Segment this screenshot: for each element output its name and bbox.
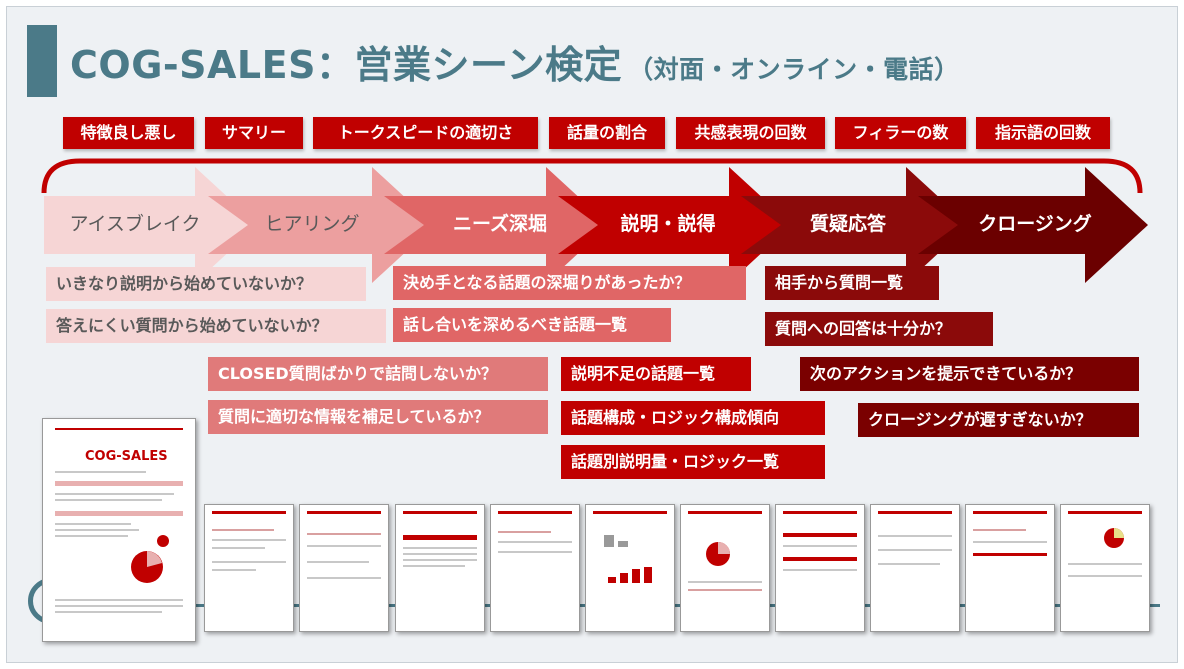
tag-demonstrative-count: 指示語の回数 [976,117,1110,149]
question-explain-1: 説明不足の話題一覧 [561,357,751,391]
question-qa-1: 相手から質問一覧 [765,266,939,300]
report-page-thumbnail [1060,504,1150,632]
arrow-hearing [208,167,435,283]
arrow-closing [918,167,1148,283]
report-cover-logo: COG-SALES [85,449,168,464]
report-cover-thumbnail: COG-SALES [42,418,196,642]
stage-hearing: ヒアリング [264,213,360,235]
arrow-needs [384,167,609,283]
report-page-thumbnail [775,504,865,632]
title-main: COG-SALES：営業シーン検定 [70,43,623,87]
tag-talk-ratio: 話量の割合 [549,117,665,149]
stage-explain: 説明・説得 [620,213,716,235]
question-explain-2: 話題構成・ロジック構成傾向 [561,401,825,435]
stage-closing: クロージング [978,213,1092,235]
report-page-thumbnail [395,504,485,632]
report-page-thumbnail [680,504,770,632]
bracket-arc [41,158,1143,194]
page-title: COG-SALES：営業シーン検定（対面・オンライン・電話） [70,34,960,89]
stage-needs: ニーズ深堀 [452,213,548,235]
question-qa-2: 質問への回答は十分か？ [765,312,993,346]
tag-features: 特徴良し悪し [63,117,194,149]
arrow-explain [558,167,792,283]
pie-chart-icon [131,535,169,583]
tag-talk-speed: トークスピードの適切さ [313,117,538,149]
arrow-icebreak [44,167,258,283]
process-arrows [44,167,1148,283]
arrow-qa [741,167,969,283]
report-page-thumbnail [965,504,1055,632]
report-page-thumbnail [204,504,294,632]
question-needs-1: 決め手となる話題の深堀りがあったか？ [393,266,746,300]
stage-qa: 質疑応答 [809,213,886,235]
question-closing-2: クロージングが遅すぎないか？ [858,403,1139,437]
question-icebreak-1: いきなり説明から始めていないか？ [46,267,366,301]
question-icebreak-2: 答えにくい質問から始めていないか？ [46,309,386,343]
title-sub: （対面・オンライン・電話） [628,55,960,84]
tag-empathy-count: 共感表現の回数 [676,117,825,149]
report-page-thumbnail [870,504,960,632]
question-closing-1: 次のアクションを提示できているか？ [800,357,1139,391]
question-explain-3: 話題別説明量・ロジック一覧 [561,445,825,479]
report-page-thumbnail [585,504,675,632]
tag-summary: サマリー [205,117,303,149]
pie-chart-icon [1104,528,1124,548]
title-accent-bar [27,25,57,97]
question-needs-2: 話し合いを深めるべき話題一覧 [393,308,671,342]
report-page-thumbnail [299,504,389,632]
stage-icebreak: アイスブレイク [69,213,201,235]
tag-filler-count: フィラーの数 [835,117,966,149]
question-hearing-1: CLOSED質問ばかりで詰問しないか？ [208,357,548,391]
report-page-thumbnail [490,504,580,632]
question-hearing-2: 質問に適切な情報を補足しているか？ [208,400,548,434]
pie-chart-icon [706,542,730,566]
